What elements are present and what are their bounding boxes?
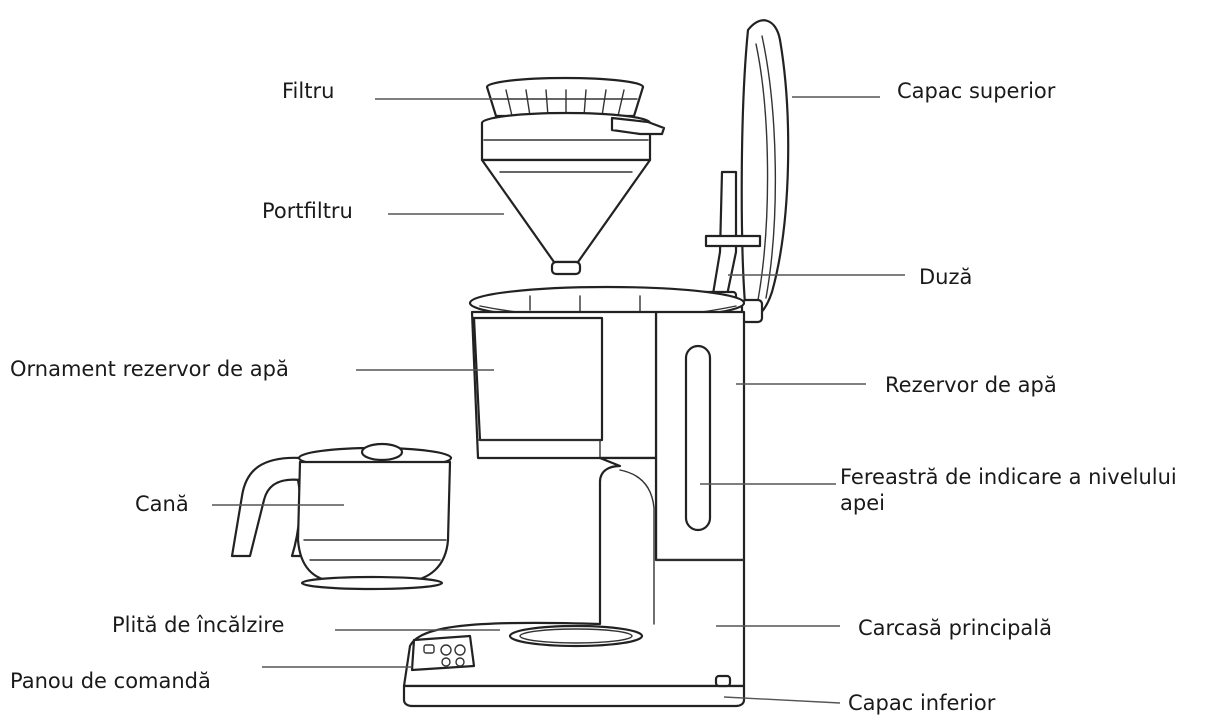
label-water-reservoir: Rezervor de apă (885, 372, 1057, 398)
hot-plate-illustration (510, 626, 642, 646)
label-filter: Filtru (282, 78, 334, 104)
label-carafe: Cană (135, 491, 189, 517)
label-filter-holder: Portfiltru (262, 198, 353, 224)
label-top-lid: Capac superior (897, 78, 1055, 104)
label-bottom-cover: Capac inferior (848, 690, 995, 716)
label-water-tank-ornament: Ornament rezervor de apă (10, 356, 289, 382)
label-hot-plate: Plită de încălzire (112, 612, 284, 638)
carafe-illustration (232, 444, 451, 589)
control-panel-illustration (412, 636, 474, 670)
label-water-level-window: Fereastră de indicare a nivelului apei (840, 464, 1220, 516)
filter-illustration (487, 78, 643, 116)
label-main-housing: Carcasă principală (858, 615, 1052, 641)
label-nozzle: Duză (919, 264, 972, 290)
top-lid-illustration (742, 20, 788, 322)
label-control-panel: Panou de comandă (10, 668, 211, 694)
filter-holder-illustration (482, 113, 664, 274)
